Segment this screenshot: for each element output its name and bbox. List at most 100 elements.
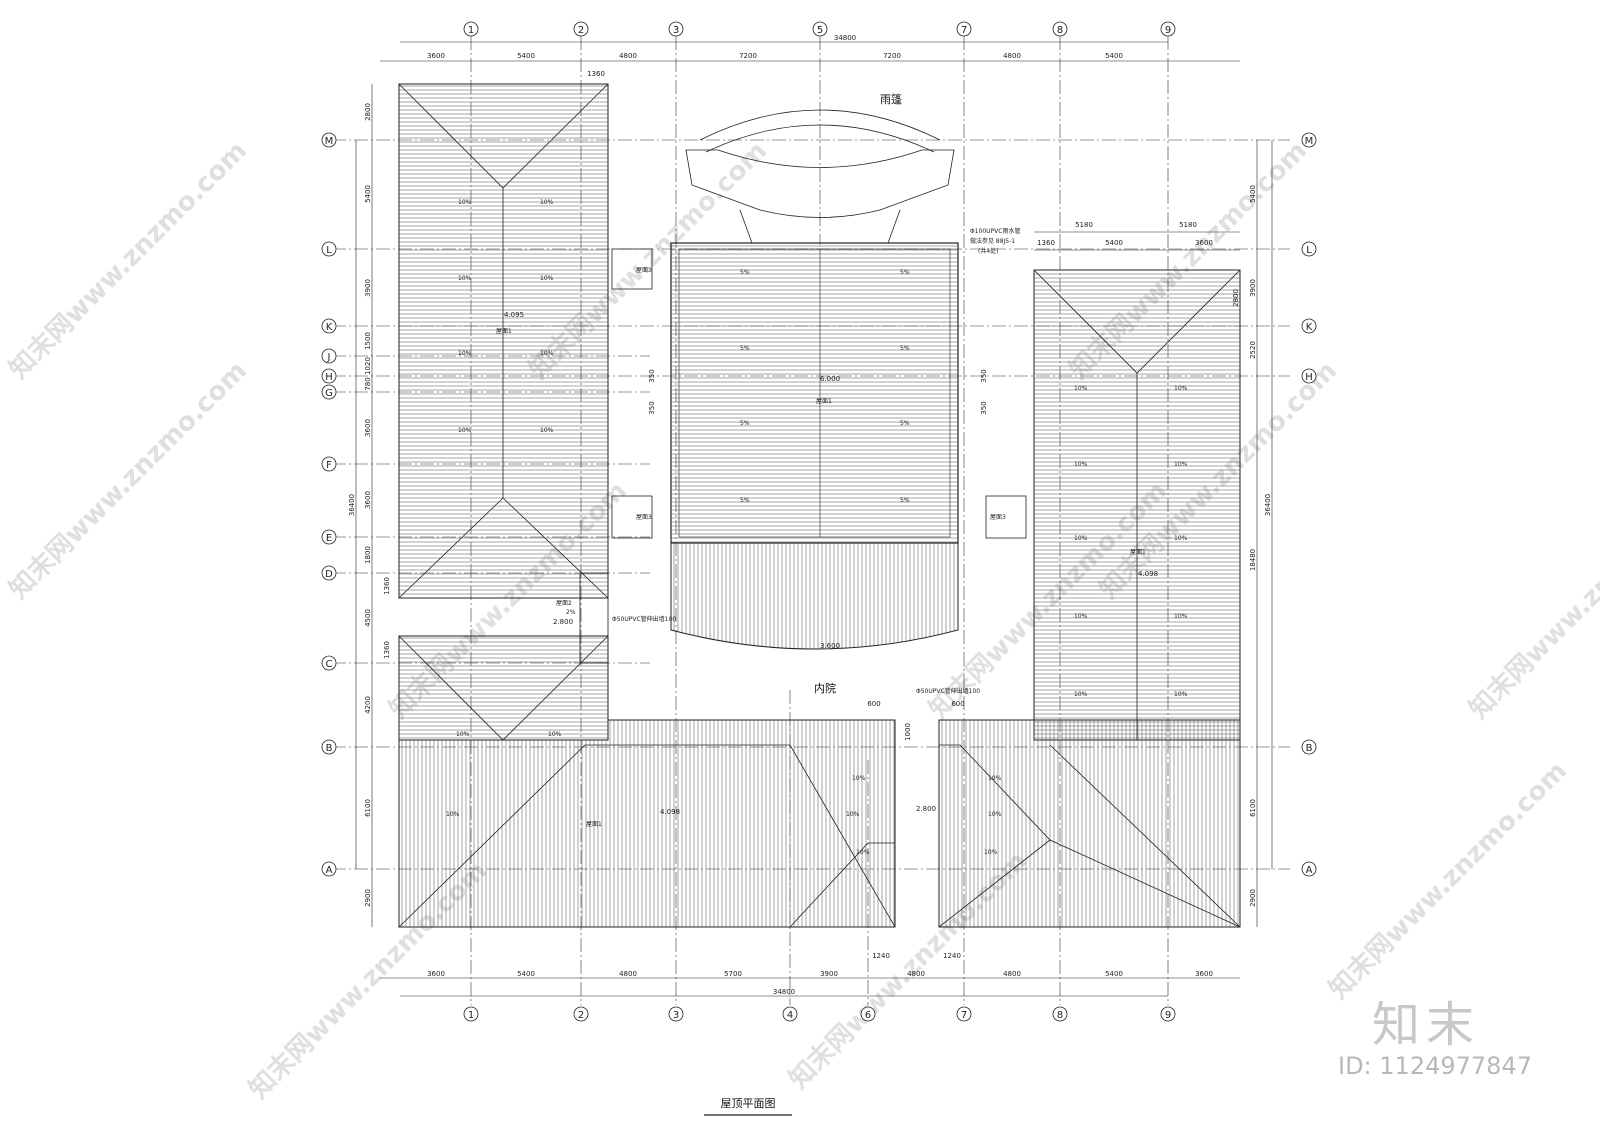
axis-label: 1 bbox=[468, 25, 474, 36]
watermark-text: 知末网www.znzmo.com bbox=[1324, 756, 1573, 1005]
dim-text: 5400 bbox=[517, 52, 535, 60]
left-axis-bubbles: M L K J H G F E D C B A bbox=[321, 132, 337, 877]
elevation-label: 4.098 bbox=[660, 808, 680, 816]
dim-text: 4200 bbox=[364, 696, 372, 714]
slope-label: 5% bbox=[740, 420, 750, 427]
roof-label: 屋面1 bbox=[586, 821, 602, 828]
dim-text: 5400 bbox=[1105, 239, 1123, 247]
axis-label: G bbox=[325, 388, 333, 399]
axis-label: F bbox=[326, 460, 332, 471]
dim-text: 1240 bbox=[872, 952, 890, 960]
slope-label: 5% bbox=[740, 497, 750, 504]
inner-dimensions: 350 350 350 350 600 600 1000 bbox=[648, 369, 988, 741]
dim-total: 36400 bbox=[348, 494, 356, 516]
elevation-label: 4.095 bbox=[504, 311, 524, 319]
dim-text: 3900 bbox=[364, 279, 372, 297]
axis-label: 8 bbox=[1057, 25, 1063, 36]
roof-label: 屋面1 bbox=[496, 328, 512, 335]
dim-text: 350 bbox=[980, 369, 988, 382]
slope-label: 10% bbox=[456, 731, 470, 738]
dim-text: 2520 bbox=[1249, 341, 1257, 359]
dim-total: 36400 bbox=[1264, 494, 1272, 516]
slope-label: 10% bbox=[1174, 691, 1188, 698]
bottom-right-roof bbox=[938, 719, 1241, 928]
dim-text: 3600 bbox=[364, 419, 372, 437]
axis-label: M bbox=[1305, 136, 1314, 147]
top-axis-bubbles: 1 2 3 5 7 8 9 bbox=[463, 21, 1176, 37]
slope-label: 5% bbox=[900, 269, 910, 276]
slope-label: 10% bbox=[1174, 535, 1188, 542]
dim-text: 4800 bbox=[619, 970, 637, 978]
axis-label: K bbox=[326, 322, 333, 333]
axis-label: A bbox=[1306, 865, 1313, 876]
dim-text: 1360 bbox=[587, 70, 605, 78]
slope-label: 10% bbox=[548, 731, 562, 738]
axis-label: 9 bbox=[1165, 25, 1171, 36]
courtyard-label: 内院 bbox=[814, 681, 836, 695]
dim-text: 3600 bbox=[427, 970, 445, 978]
axis-label: H bbox=[325, 372, 333, 383]
dim-total: 34800 bbox=[834, 34, 856, 42]
slope-label: 10% bbox=[446, 811, 460, 818]
dim-text: 5700 bbox=[724, 970, 742, 978]
slope-label: 5% bbox=[900, 497, 910, 504]
slope-label: 10% bbox=[540, 427, 554, 434]
slope-label: 10% bbox=[540, 199, 554, 206]
slope-label: 10% bbox=[1074, 461, 1088, 468]
dimension-lines bbox=[355, 41, 1273, 997]
axis-label: E bbox=[326, 533, 332, 544]
bottom-axis-bubbles: 1 2 3 4 6 7 8 9 bbox=[463, 1006, 1176, 1022]
pipe-note: Φ100UPVC雨水管 bbox=[970, 227, 1020, 235]
dim-text: 4500 bbox=[364, 609, 372, 627]
dim-text: 780 bbox=[364, 377, 372, 390]
slope-label: 10% bbox=[540, 275, 554, 282]
axis-label: 9 bbox=[1165, 1010, 1171, 1021]
dim-text: 2900 bbox=[364, 889, 372, 907]
axis-label: 7 bbox=[961, 25, 967, 36]
dim-text: 5400 bbox=[517, 970, 535, 978]
elevation-label: 3.600 bbox=[820, 642, 840, 650]
axis-label: C bbox=[326, 659, 333, 670]
dim-text: 1360 bbox=[383, 577, 391, 595]
dim-text: 5180 bbox=[1179, 221, 1197, 229]
dim-text: 6100 bbox=[1249, 799, 1257, 817]
slope-label: 2% bbox=[566, 609, 576, 616]
dim-text: 1240 bbox=[943, 952, 961, 960]
dim-text: 350 bbox=[648, 369, 656, 382]
dim-text: 5400 bbox=[1249, 185, 1257, 203]
axis-label: 3 bbox=[673, 25, 679, 36]
dim-text: 4800 bbox=[1003, 52, 1021, 60]
slope-label: 10% bbox=[458, 350, 472, 357]
slope-label: 10% bbox=[1074, 385, 1088, 392]
right-wing-roof bbox=[1033, 269, 1241, 741]
dim-text: 1360 bbox=[1037, 239, 1055, 247]
axis-label: 3 bbox=[673, 1010, 679, 1021]
axis-label: L bbox=[326, 245, 332, 256]
dim-text: 1800 bbox=[364, 546, 372, 564]
slope-label: 10% bbox=[1174, 385, 1188, 392]
dim-text: 2800 bbox=[364, 103, 372, 121]
dim-text: 1000 bbox=[904, 723, 912, 741]
axis-label: 6 bbox=[865, 1010, 871, 1021]
axis-label: B bbox=[1306, 743, 1313, 754]
dim-text: 1500 bbox=[364, 332, 372, 350]
axis-label: 1 bbox=[468, 1010, 474, 1021]
slope-label: 10% bbox=[1174, 613, 1188, 620]
elevation-label: 6.000 bbox=[820, 375, 840, 383]
slope-label: 10% bbox=[852, 775, 866, 782]
axis-label: 7 bbox=[961, 1010, 967, 1021]
slope-label: 10% bbox=[458, 427, 472, 434]
logo-watermark: 知末 bbox=[1372, 997, 1481, 1053]
dim-text: 6100 bbox=[364, 799, 372, 817]
elevation-label: 2.800 bbox=[916, 805, 936, 813]
right-axis-bubbles: M L K H B A bbox=[1301, 132, 1317, 877]
axis-label: K bbox=[1306, 322, 1313, 333]
drawing-title-text: 屋顶平面图 bbox=[721, 1097, 776, 1110]
labels: 雨篷 内院 4.095 6.000 3.600 4.098 2.800 2.80… bbox=[446, 92, 1188, 856]
slope-label: 10% bbox=[1074, 613, 1088, 620]
axis-label: 2 bbox=[578, 1010, 584, 1021]
slope-label: 10% bbox=[540, 350, 554, 357]
dim-text: 600 bbox=[951, 700, 964, 708]
dim-text: 18480 bbox=[1249, 549, 1257, 571]
